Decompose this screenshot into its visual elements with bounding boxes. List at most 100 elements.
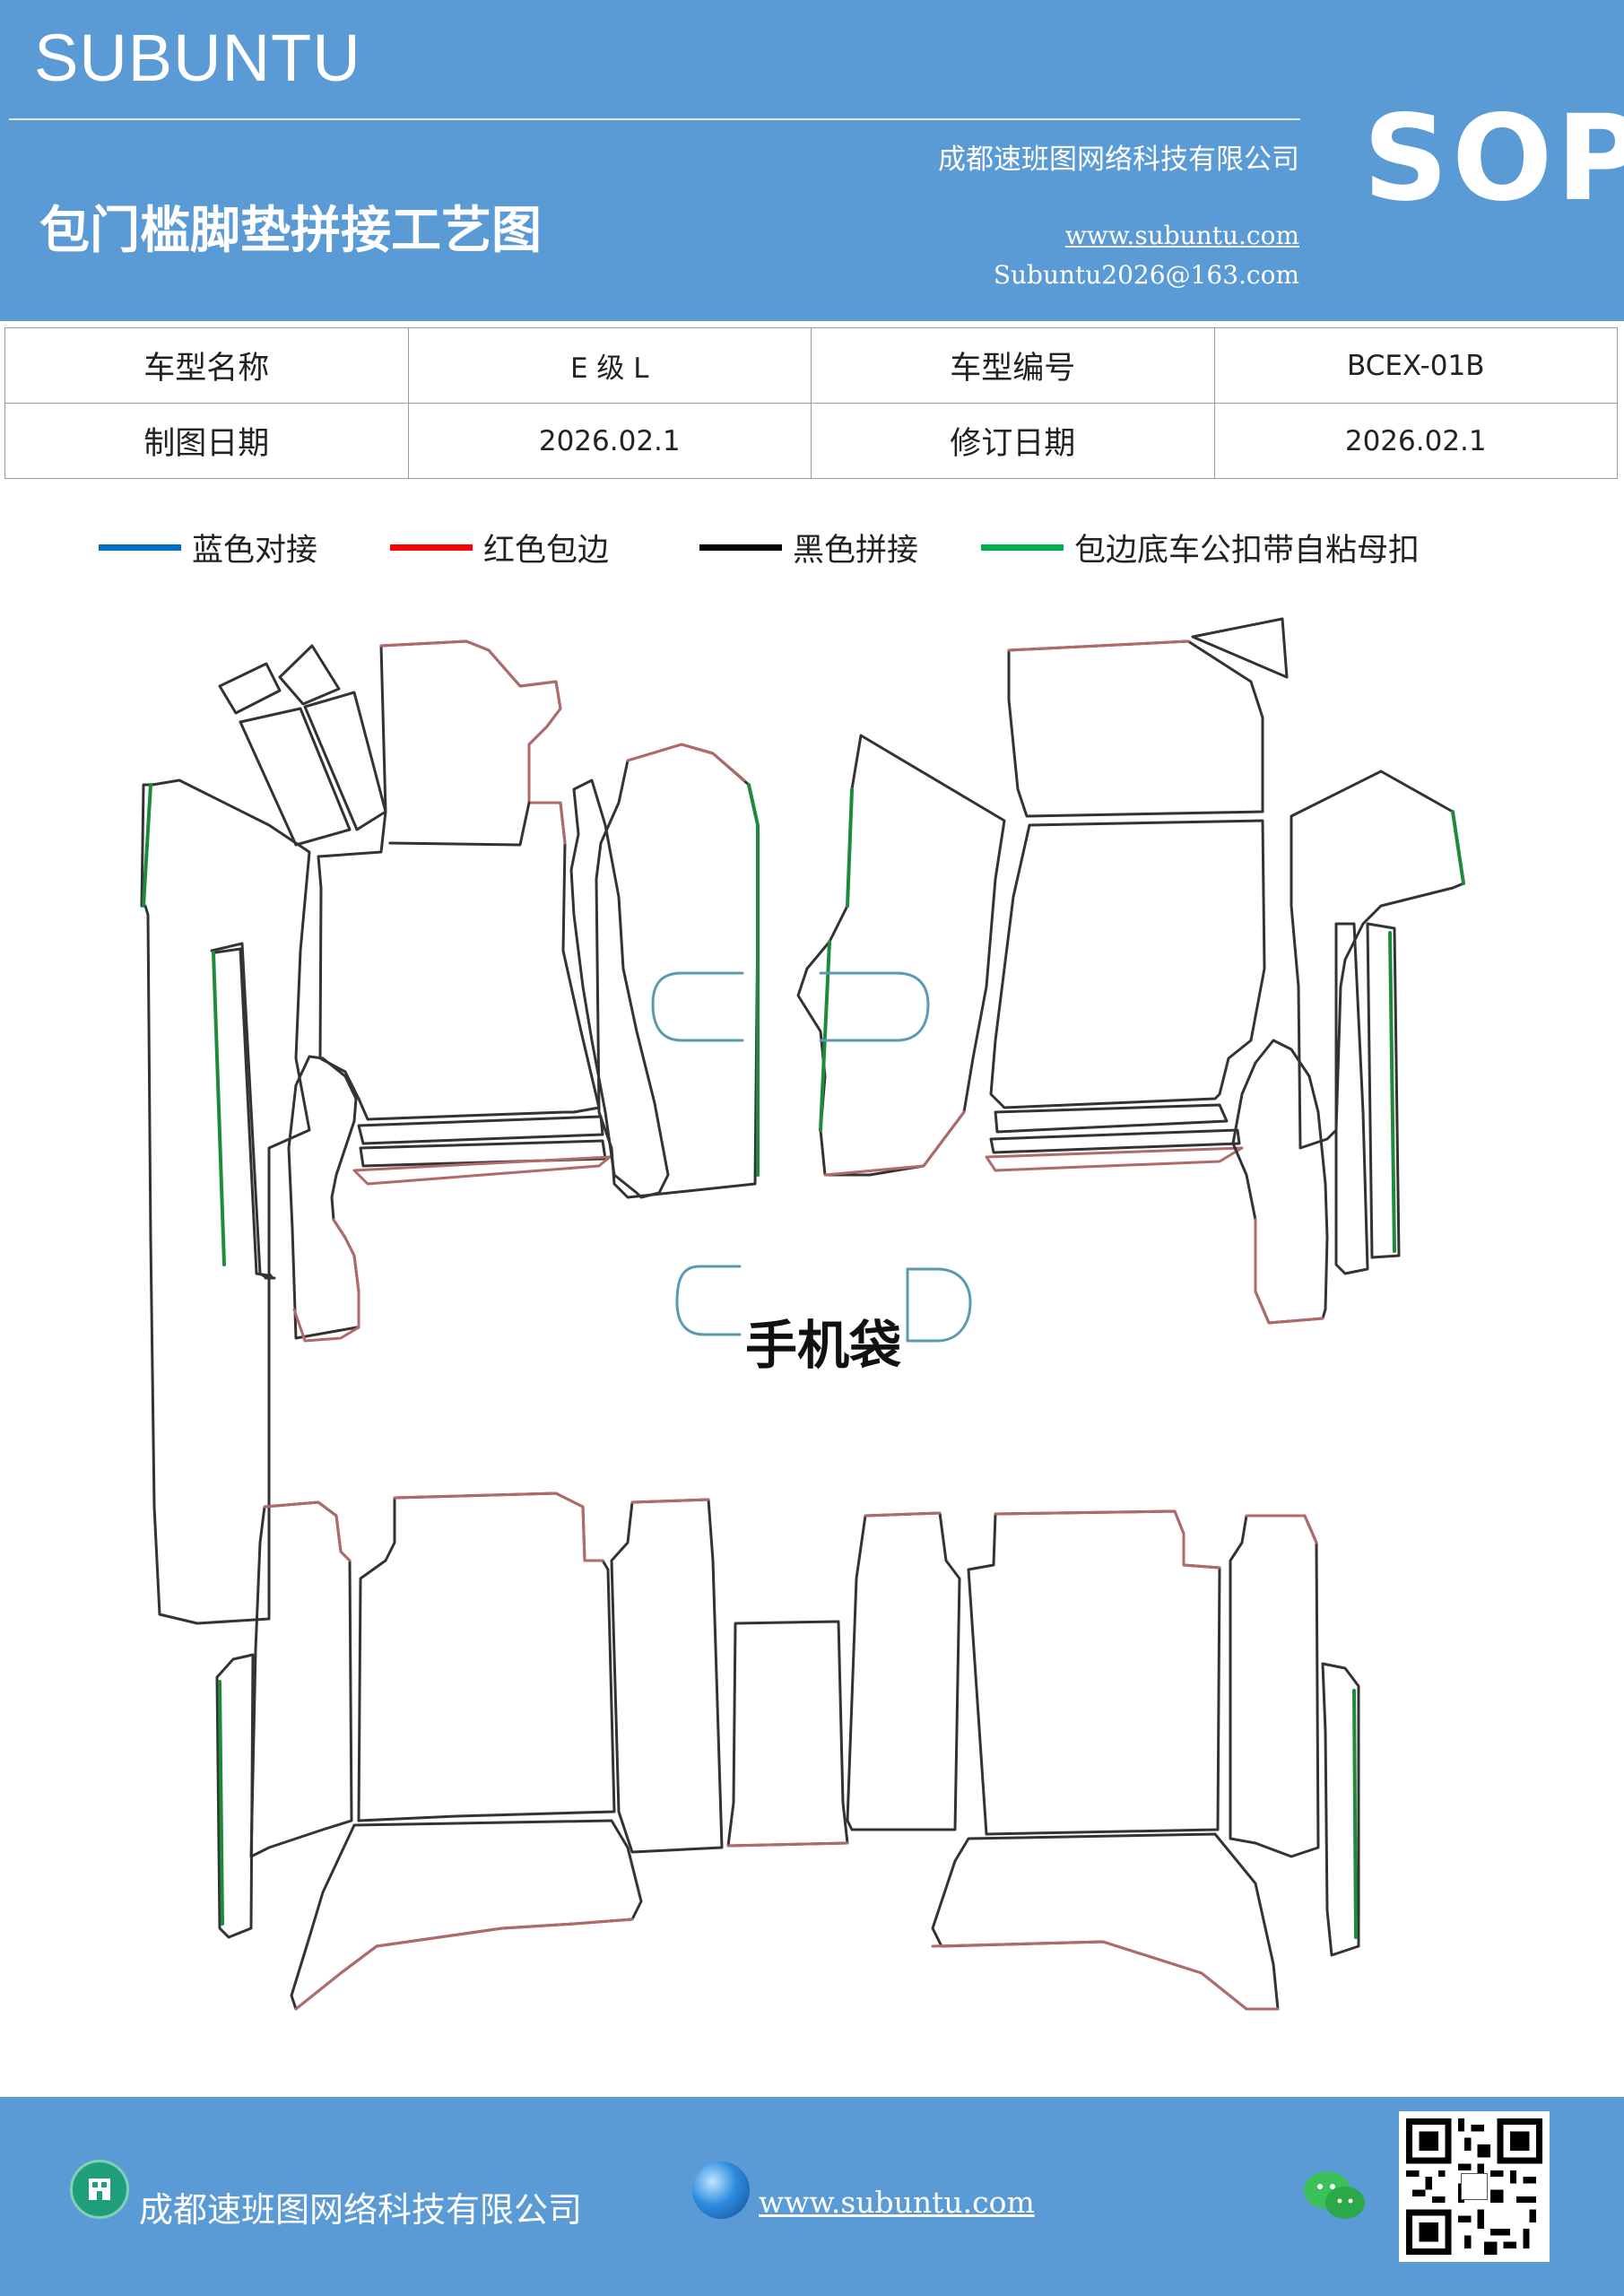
mat-piece [1231,1039,1329,1325]
table-row: 车型名称 E 级 L 车型编号 BCEX-01B [4,327,1618,404]
header-email[interactable]: Subuntu2026@163.com [993,260,1299,290]
phone-pocket-label: 手机袋 [745,1315,901,1376]
globe-icon [692,2161,750,2219]
red-outline [379,639,567,845]
header-divider [9,118,1300,120]
rear-mat-group [215,1492,1360,2011]
red-outline [864,1511,942,1518]
mat-layout-drawing: 手机袋 [140,617,1465,2011]
header-company: 成都速班图网络科技有限公司 [938,144,1299,176]
mat-piece [287,1055,360,1340]
model-name-label: 车型名称 [4,327,409,404]
mat-piece [357,1115,604,1145]
footer-banner: 成都速班图网络科技有限公司 www.subuntu.com [0,2097,1624,2296]
red-outline [630,1498,710,1504]
mat-piece [595,743,760,1199]
legend-label: 蓝色对接 [192,533,318,569]
mat-piece [1321,1662,1360,1957]
legend-item-blue: 蓝色对接 [99,525,317,570]
mat-piece [994,1103,1229,1134]
mat-piece [239,707,352,847]
front-right-mat-group [796,617,1465,1325]
mat-piece [303,691,387,831]
mat-piece [215,1653,255,1939]
mat-piece [989,1128,1241,1154]
green-edge [1451,810,1465,885]
mat-piece [931,1832,1280,2011]
mat-piece [218,662,282,715]
footer-company: 成都速班图网络科技有限公司 [139,2190,583,2230]
red-outline [263,1500,352,1562]
red-outline [994,1509,1221,1570]
sop-badge: SOP [1363,90,1624,228]
revise-date-value: 2026.02.1 [1213,403,1618,479]
mat-piece [357,1492,616,1822]
red-outline [626,743,746,782]
blue-butt [651,971,744,1042]
legend-label: 红色包边 [483,533,610,569]
red-outline [985,1146,1244,1172]
legend-label: 黑色拼接 [793,533,919,569]
building-icon [70,2160,129,2219]
blue-butt [906,1267,972,1343]
phone-pocket-group: 手机袋 [675,1265,972,1376]
mat-piece [278,644,341,706]
mat-piece [569,778,670,1199]
mat-piece [846,1511,961,1831]
qr-code[interactable] [1399,2111,1550,2262]
red-outline [393,1492,604,1562]
document-title: 包门槛脚垫拼接工艺图 [39,202,542,260]
mat-piece [1229,1514,1320,1858]
brand-name: SUBUNTU [34,21,361,95]
vehicle-info-table: 车型名称 E 级 L 车型编号 BCEX-01B 制图日期 2026.02.1 … [4,327,1618,479]
mat-piece [1290,770,1465,1150]
mat-piece [1366,922,1401,1259]
green-edge [1352,1689,1358,1939]
blue-butt [675,1265,742,1336]
wechat-icon[interactable] [1302,2167,1367,2222]
front-left-mat-group [140,639,760,1625]
green-edge [142,783,152,908]
legend-swatch-black [699,544,782,551]
mat-piece [610,1498,724,1854]
red-outline [1245,1514,1318,1544]
mat-piece [290,1819,643,2011]
mat-piece [249,1500,353,1858]
draw-date-label: 制图日期 [4,403,409,479]
green-edge [218,1680,224,1926]
model-code-label: 车型编号 [811,327,1215,404]
header-banner: SUBUNTU 包门槛脚垫拼接工艺图 成都速班图网络科技有限公司 www.sub… [0,0,1624,321]
model-code-value: BCEX-01B [1213,327,1618,404]
mat-piece [388,801,531,847]
red-outline [931,1940,1280,2011]
green-edge [747,783,760,1177]
legend-item-red: 红色包边 [390,525,609,570]
mat-piece [1334,922,1369,1275]
mat-piece [213,947,271,1277]
red-outline [294,1918,634,2011]
footer-website-link[interactable]: www.subuntu.com [759,2185,1035,2220]
mat-piece [967,1509,1221,1836]
legend-item-green: 包边底车公扣带自粘母扣 [981,525,1420,570]
line-legend: 蓝色对接 红色包边 黑色拼接 包边底车公扣带自粘母扣 [0,525,1624,570]
legend-label: 包边底车公扣带自粘母扣 [1074,533,1420,569]
red-outline [1007,639,1190,652]
mat-piece [726,1620,849,1848]
table-row: 制图日期 2026.02.1 修订日期 2026.02.1 [4,403,1618,479]
red-outline [352,1155,612,1186]
header-website-link[interactable]: www.subuntu.com [1064,221,1299,250]
model-name-value: E 级 L [407,327,812,404]
blue-butt [819,971,930,1042]
mat-piece [140,778,311,1625]
legend-item-black: 黑色拼接 [699,525,918,570]
mat-piece [1007,639,1264,818]
mat-piece [989,819,1266,1109]
red-outline [292,1218,360,1343]
legend-swatch-blue [99,544,181,551]
red-outline [1254,1218,1324,1325]
red-outline [823,1110,966,1177]
green-edge [1388,931,1396,1253]
legend-swatch-red [390,544,473,551]
legend-swatch-green [981,544,1064,551]
draw-date-value: 2026.02.1 [407,403,812,479]
